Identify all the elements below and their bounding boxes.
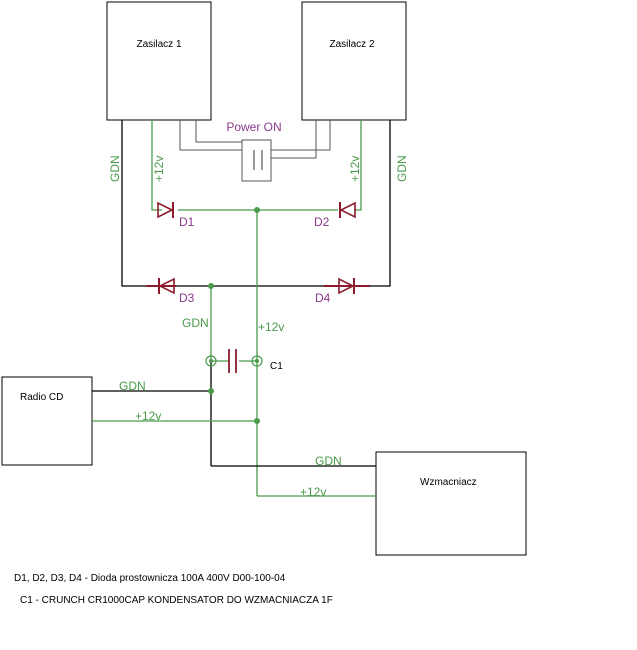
bus-plus12-label: +12v bbox=[258, 320, 284, 334]
psu1-block bbox=[106, 1, 212, 121]
power-switch-wiring bbox=[179, 120, 331, 159]
radio-plus12-label: +12v bbox=[135, 409, 161, 423]
psu1-plus12-label: +12v bbox=[152, 156, 166, 182]
junction-dot bbox=[254, 418, 260, 424]
diode-d3-label: D3 bbox=[179, 291, 195, 305]
diode-d1-label: D1 bbox=[179, 215, 195, 229]
power-switch bbox=[241, 139, 272, 182]
psu2-block bbox=[301, 1, 407, 121]
psu1-ground-wire bbox=[121, 120, 146, 287]
diode-d1 bbox=[157, 201, 174, 219]
diode-d4 bbox=[324, 277, 370, 295]
capacitor-c1 bbox=[228, 349, 237, 373]
cap-terminal-right bbox=[251, 355, 263, 367]
amplifier-plus12-label: +12v bbox=[300, 485, 326, 499]
psu1-label: Zasilacz 1 bbox=[136, 39, 181, 50]
junction-dot bbox=[208, 283, 214, 289]
power-switch-label: Power ON bbox=[226, 120, 281, 134]
amplifier-gdn-label: GDN bbox=[315, 454, 342, 468]
amplifier-label: Wzmacniacz bbox=[420, 477, 477, 488]
note-capacitor: C1 - CRUNCH CR1000CAP KONDENSATOR DO WZM… bbox=[20, 595, 333, 606]
amplifier-block bbox=[375, 451, 527, 556]
psu2-ground-wire bbox=[370, 120, 391, 287]
junction-dot bbox=[208, 388, 214, 394]
psu2-plus12-wire bbox=[354, 120, 362, 211]
radio-cd-block bbox=[1, 376, 93, 466]
psu2-label: Zasilacz 2 bbox=[329, 39, 374, 50]
radio-cd-label: Radio CD bbox=[20, 392, 63, 403]
cap-terminal-left bbox=[205, 355, 217, 367]
psu2-plus12-label: +12v bbox=[348, 156, 362, 182]
diode-d2 bbox=[339, 201, 356, 219]
diode-d2-label: D2 bbox=[314, 215, 330, 229]
diode-d3 bbox=[146, 277, 176, 295]
radio-gdn-label: GDN bbox=[119, 379, 146, 393]
diode-d4-label: D4 bbox=[315, 291, 331, 305]
capacitor-c1-label: C1 bbox=[270, 361, 283, 372]
note-diodes: D1, D2, D3, D4 - Dioda prostownicza 100A… bbox=[14, 573, 286, 584]
junction-dot bbox=[254, 207, 260, 213]
psu1-gdn-label: GDN bbox=[108, 155, 122, 182]
bus-gdn-label: GDN bbox=[182, 316, 209, 330]
psu2-gdn-label: GDN bbox=[395, 155, 409, 182]
